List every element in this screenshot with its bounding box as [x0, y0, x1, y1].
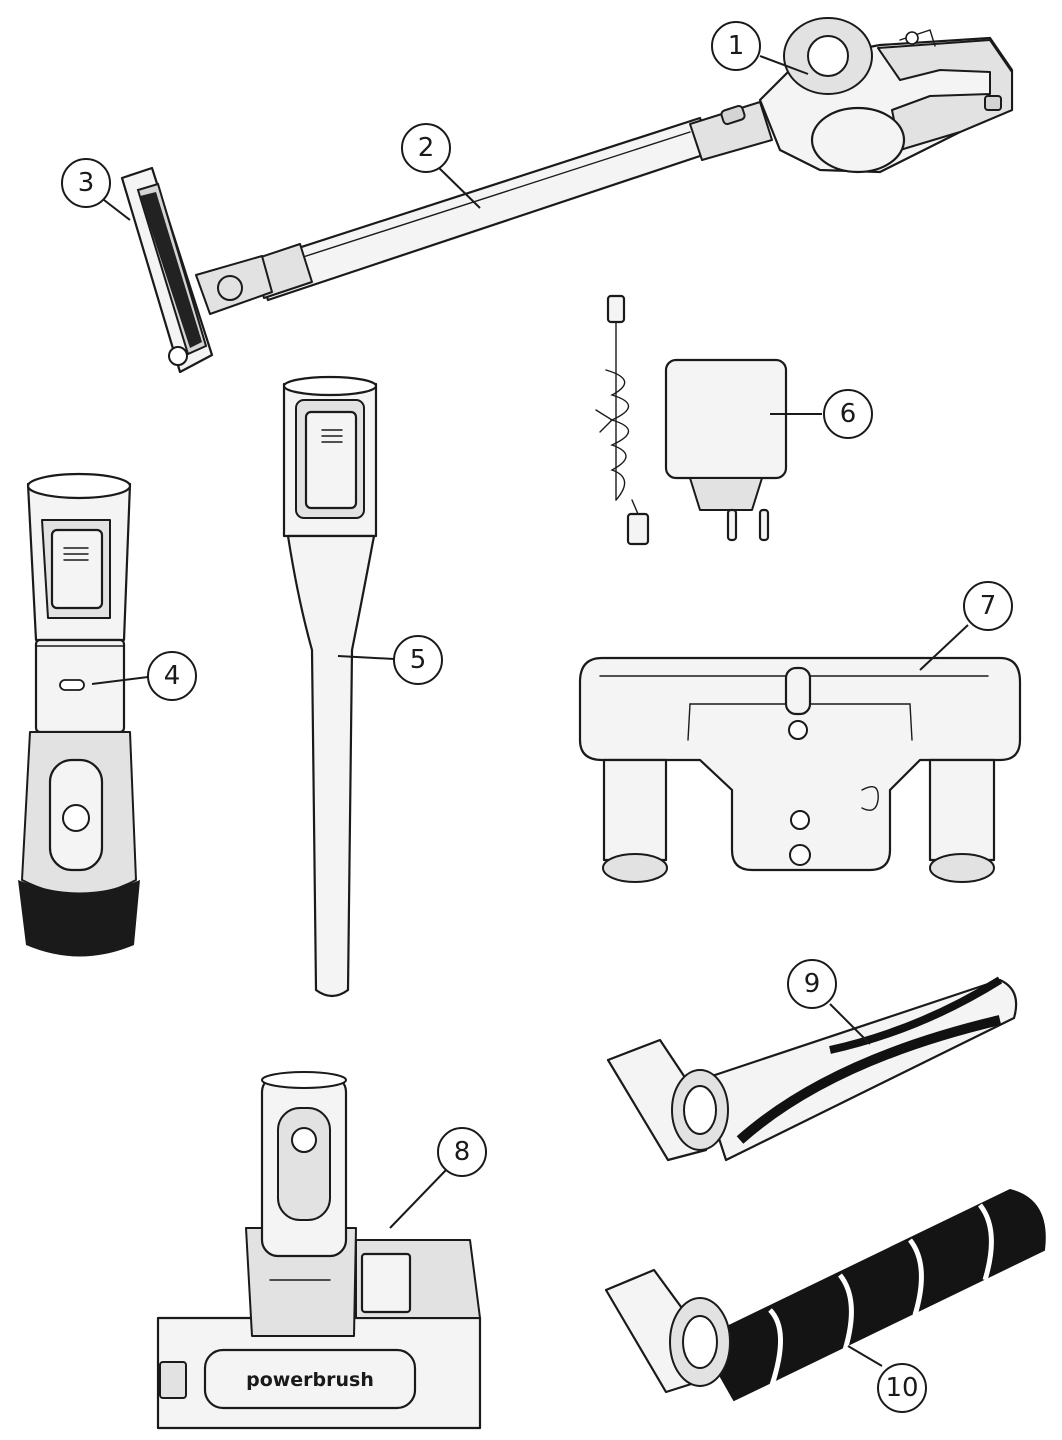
svg-text:3: 3: [78, 168, 95, 198]
callout-10: 10: [877, 1363, 927, 1413]
callout-3: 3: [61, 158, 111, 208]
callout-7: 7: [963, 581, 1013, 631]
callout-5: 5: [393, 635, 443, 685]
callout-2: 2: [401, 123, 451, 173]
svg-text:7: 7: [980, 591, 997, 621]
callout-9: 9: [787, 959, 837, 1009]
callout-6: 6: [823, 389, 873, 439]
callout-1: 1: [711, 21, 761, 71]
dusting-brush-drawing: [18, 472, 140, 957]
callout-4: 4: [147, 651, 197, 701]
charger-drawing: [595, 294, 788, 546]
soft-roller-drawing: [604, 1188, 1046, 1402]
extension-tube-drawing: [251, 101, 773, 302]
wall-mount-drawing: [578, 656, 1022, 883]
svg-text:8: 8: [454, 1137, 471, 1167]
callout-8: 8: [437, 1127, 487, 1177]
svg-text:4: 4: [164, 661, 181, 691]
svg-text:9: 9: [804, 969, 821, 999]
svg-text:6: 6: [840, 399, 857, 429]
vacuum-assembly: [120, 17, 1014, 374]
mini-power-brush-drawing: powerbrush: [156, 1071, 482, 1430]
vacuum-main-unit-drawing: [758, 17, 1014, 174]
leader-lines: [91, 55, 969, 1367]
svg-text:2: 2: [418, 133, 435, 163]
crevice-tool-drawing: [282, 375, 378, 998]
bristle-roller-drawing: [606, 976, 1018, 1162]
svg-text:5: 5: [410, 645, 427, 675]
svg-text:10: 10: [885, 1373, 918, 1403]
floor-head-drawing: [120, 166, 273, 374]
powerbrush-label: powerbrush: [246, 1369, 374, 1391]
svg-text:1: 1: [728, 31, 745, 61]
